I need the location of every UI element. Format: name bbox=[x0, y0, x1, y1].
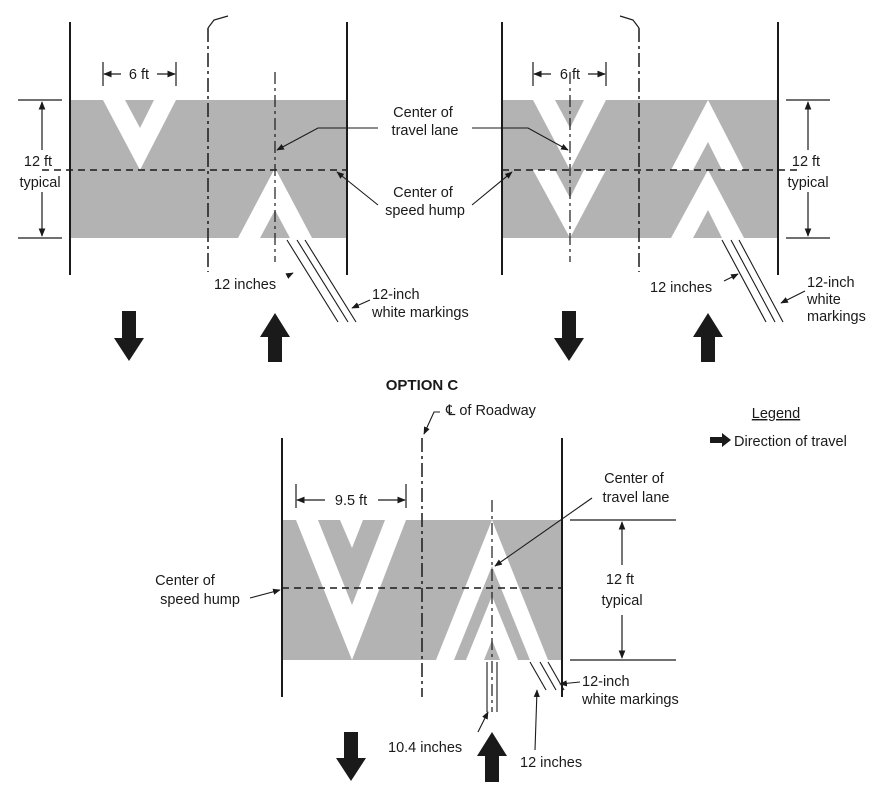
dim-lane-width-label: 12 ft typical bbox=[787, 154, 828, 191]
option-c-title: OPTION C bbox=[386, 377, 459, 394]
legend-item-label: Direction of travel bbox=[734, 434, 847, 450]
gap-label: 12 inches bbox=[520, 755, 582, 771]
direction-arrow-down-icon bbox=[114, 311, 144, 361]
gap-label: 12 inches bbox=[650, 280, 712, 296]
legend-title: Legend bbox=[752, 406, 800, 422]
direction-arrow-up-icon bbox=[693, 313, 723, 362]
direction-arrow-up-icon bbox=[260, 313, 290, 362]
direction-arrow-up-icon bbox=[477, 732, 507, 782]
arrow-right-icon bbox=[710, 433, 731, 447]
dim-width-label: 6 ft bbox=[129, 67, 149, 83]
direction-arrow-down-icon bbox=[336, 732, 366, 781]
dim-lane-width-label: 12 ft typical bbox=[19, 154, 60, 191]
panel-a: 6 ft 12 ft typical Center of travel lane… bbox=[18, 15, 469, 362]
chevron-marking-up bbox=[671, 170, 744, 238]
marking-width-label: 12-inch white markings bbox=[806, 275, 866, 325]
dim-width-label: 9.5 ft bbox=[335, 493, 367, 509]
dim-lane-width-label: 12 ft typical bbox=[601, 572, 642, 609]
gap-label: 12 inches bbox=[214, 277, 276, 293]
marking-width-label: 12-inch white markings bbox=[371, 287, 469, 321]
callout-center-speed-hump: Center of speed hump bbox=[155, 573, 240, 608]
speed-hump-pavement bbox=[70, 100, 347, 238]
callout-center-travel-lane: Center of travel lane bbox=[392, 105, 459, 139]
legend: Legend Direction of travel bbox=[710, 406, 847, 450]
dim-width-label: 6 ft bbox=[560, 67, 580, 83]
chevron-marking-down bbox=[103, 100, 176, 170]
callout-center-travel-lane: Center of travel lane bbox=[603, 471, 670, 506]
gap-label-small: 10.4 inches bbox=[388, 740, 462, 756]
callout-center-speed-hump: Center of speed hump bbox=[385, 185, 465, 219]
panel-option-c: OPTION C ℄ of Roadway 9.5 ft Center of t… bbox=[155, 377, 679, 782]
direction-arrow-down-icon bbox=[554, 311, 584, 361]
chevron-marking-up bbox=[671, 100, 744, 170]
marking-width-label: 12-inch white markings bbox=[581, 674, 679, 708]
panel-b: 6 ft 12 ft typical 12 inches 12-inch whi… bbox=[471, 15, 866, 362]
roadway-centerline-label: ℄ of Roadway bbox=[445, 403, 537, 419]
